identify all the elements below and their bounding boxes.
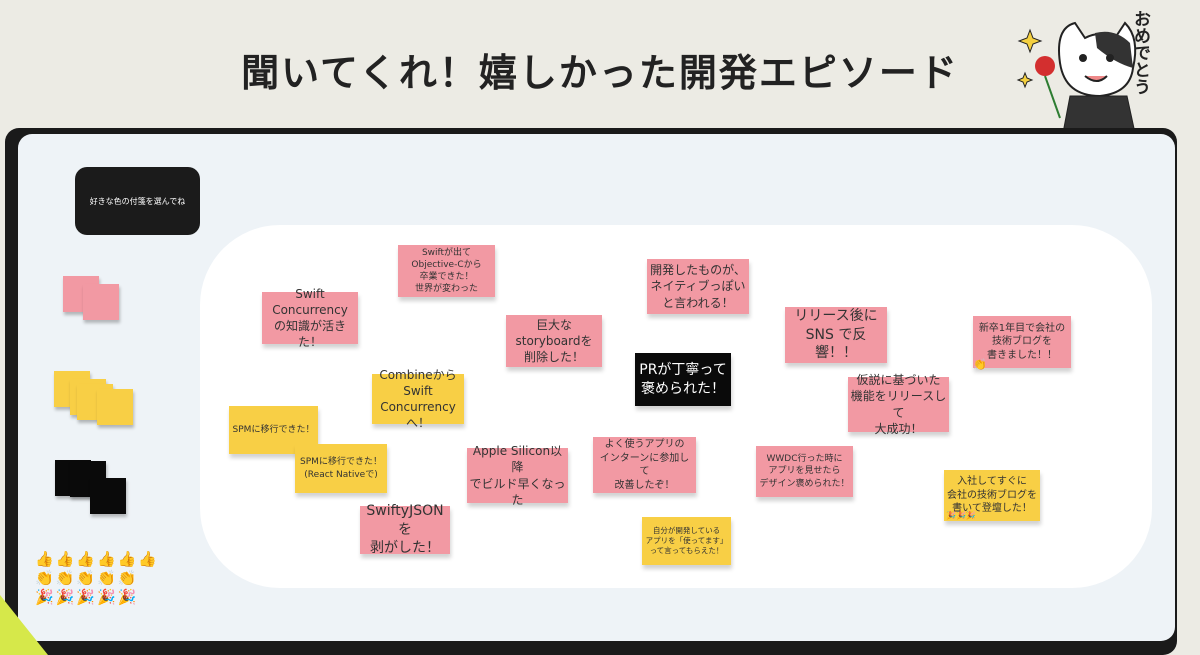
palette-yellow-note[interactable]: [97, 389, 133, 425]
sticky-note[interactable]: Apple Silicon以降 でビルド早くなった: [467, 444, 568, 507]
sticky-note[interactable]: 開発したものが、 ネイティブっぽい と言われる！: [647, 259, 749, 314]
sticky-note[interactable]: 入社してすぐに 会社の技術ブログを 書いて登壇した！: [944, 470, 1040, 521]
sticky-note[interactable]: 巨大な storyboardを 削除した！: [506, 315, 602, 367]
corner-decoration: [0, 595, 48, 655]
sticky-note[interactable]: Combineから Swift Concurrencyへ！: [372, 368, 464, 430]
palette-pink-note[interactable]: [83, 284, 119, 320]
sticky-note[interactable]: SPMに移行できた！: [229, 406, 318, 454]
sticky-note[interactable]: よく使うアプリの インターンに参加して 改善したぞ！: [593, 437, 696, 493]
thumbs-up-icon[interactable]: 👍👍👍👍👍👍: [35, 550, 160, 568]
sticky-note[interactable]: 仮説に基づいた 機能をリリースして 大成功！: [848, 373, 949, 436]
clap-icon: 👏: [973, 358, 987, 371]
party-popper-icon: 🎉🎉🎉: [946, 511, 976, 520]
sticky-note[interactable]: Swift Concurrency の知識が活きた！: [262, 287, 358, 349]
sticky-note[interactable]: 新卒1年目で会社の 技術ブログを 書きました！！: [973, 316, 1071, 368]
reaction-emoji-palette[interactable]: 👍👍👍👍👍👍 👏👏👏👏👏 🎉🎉🎉🎉🎉: [35, 550, 175, 607]
illustration-caption: おめでとう: [1130, 10, 1150, 95]
cat-illustration: [1016, 21, 1137, 133]
clap-icon[interactable]: 👏👏👏👏👏: [35, 569, 139, 587]
sticky-note[interactable]: PRが丁寧って 褒められた！: [635, 353, 731, 406]
party-popper-icon[interactable]: 🎉🎉🎉🎉🎉: [35, 588, 139, 606]
sticky-note[interactable]: Swiftが出て Objective-Cから 卒業できた！ 世界が変わった: [398, 245, 495, 297]
sticky-note[interactable]: WWDC行った時に アプリを見せたら デザイン褒められた！: [756, 446, 853, 497]
page-title: 聞いてくれ！嬉しかった開発エピソード: [241, 51, 959, 95]
palette-black-note[interactable]: [90, 478, 126, 514]
sticky-note[interactable]: SPMに移行できた！ (React Nativeで): [295, 444, 387, 493]
sticky-note[interactable]: SwiftyJSONを 剥がした！: [360, 503, 450, 556]
sticky-note[interactable]: 自分が開発している アプリを「使ってます」 って言ってもらえた！: [642, 517, 731, 565]
sticky-note[interactable]: リリース後に SNS で反響！！: [785, 307, 887, 363]
instruction-label: 好きな色の付箋を選んでね: [75, 167, 200, 235]
